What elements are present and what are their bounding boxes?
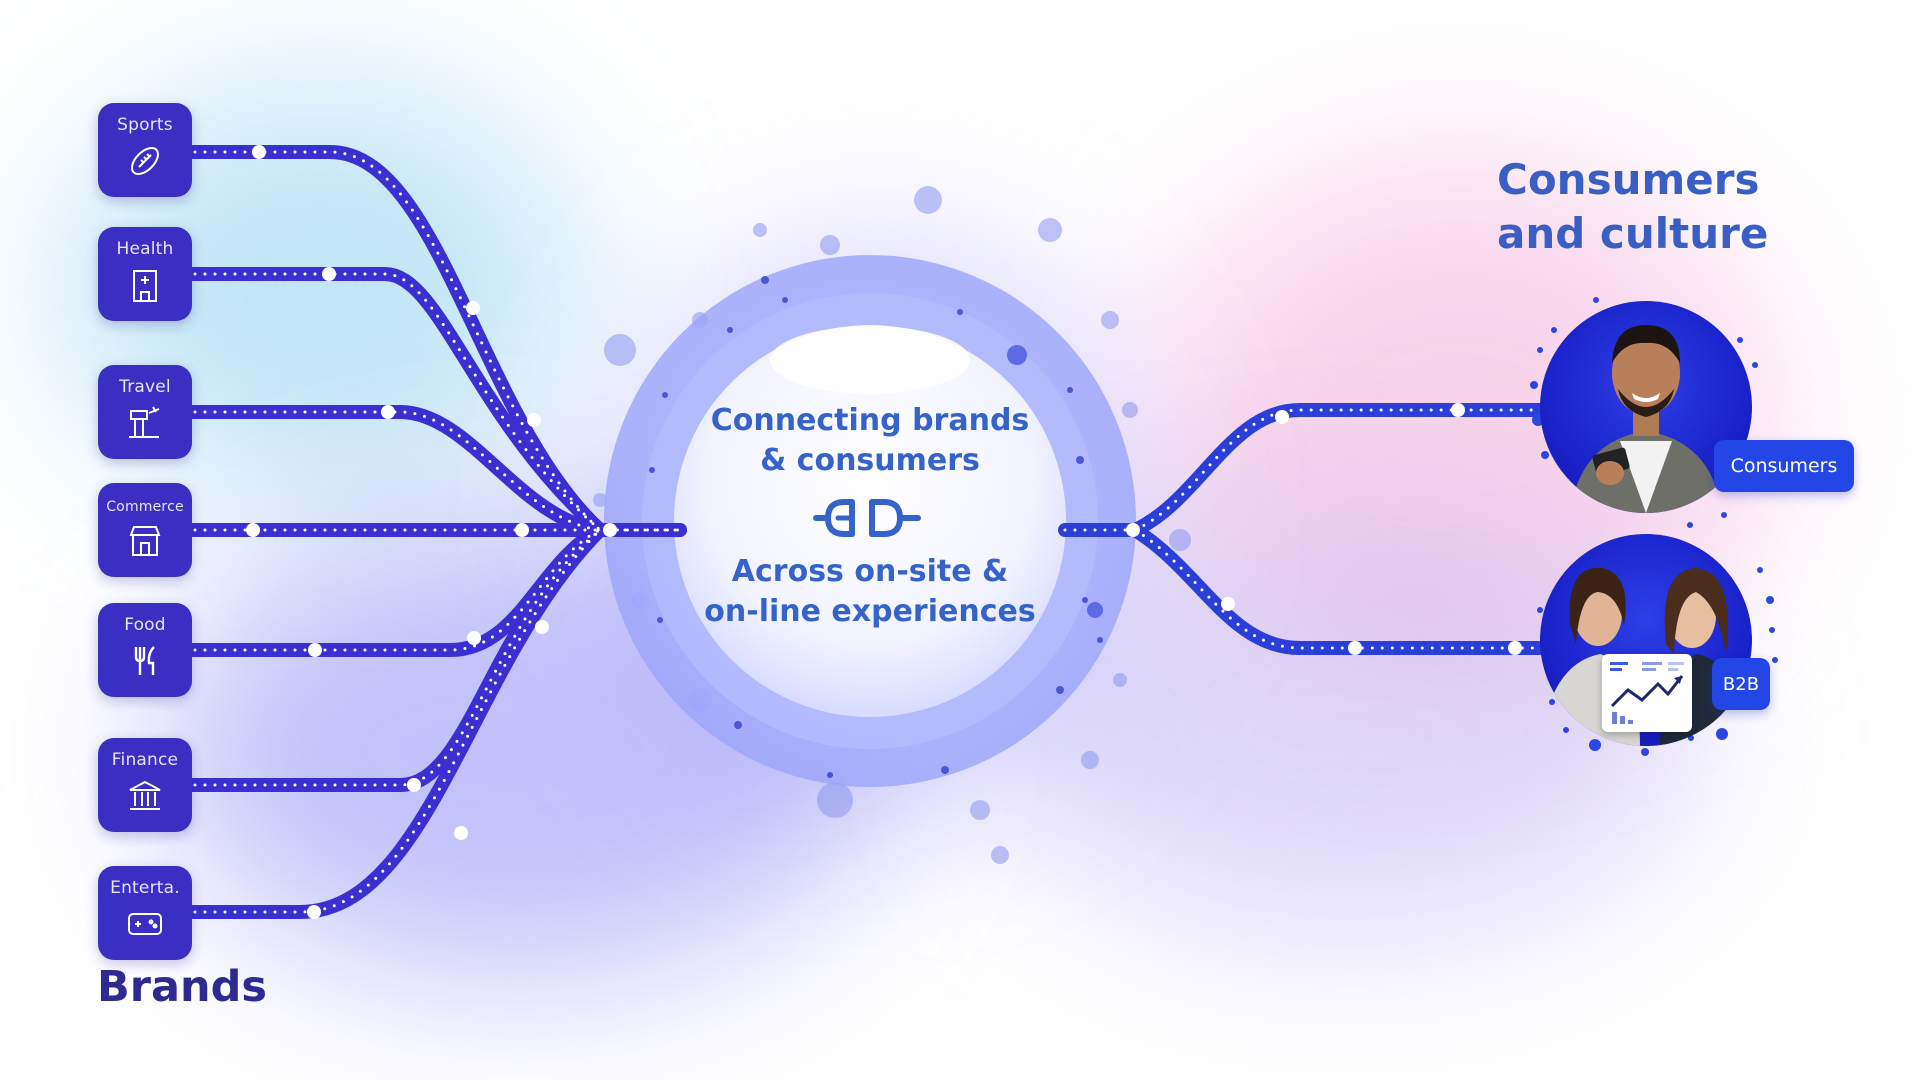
consumer-line-dots: [1063, 408, 1542, 650]
hub-highlight: [770, 326, 970, 394]
consumer-line-nodes: [1126, 403, 1522, 655]
hub-subtitle-line1: Across on-site &: [731, 554, 1009, 589]
fork-knife-icon: [134, 646, 155, 675]
football-icon: [131, 147, 159, 175]
brand-tile-sports[interactable]: Sports: [98, 103, 192, 197]
line-to-b2b: [1128, 523, 1547, 655]
hub-ring-dots: [649, 276, 1103, 778]
b2b-tag[interactable]: B2B: [1712, 658, 1770, 710]
brand-tile-travel[interactable]: Travel: [98, 365, 192, 459]
brand-label: Enterta.: [110, 878, 180, 898]
consumers-heading-line2: and culture: [1497, 209, 1769, 258]
plug-icon: [813, 499, 921, 537]
consumers-heading: Consumers and culture: [1497, 153, 1768, 261]
photo-halo-dots: [1530, 297, 1778, 756]
brand-tile-enterta[interactable]: Enterta.: [98, 866, 192, 960]
brands-heading: Brands: [97, 962, 267, 1012]
trend-chart-icon: [1610, 662, 1684, 724]
man-illustration: [1570, 325, 1722, 513]
brand-tile-health[interactable]: Health: [98, 227, 192, 321]
gamepad-icon: [128, 913, 162, 935]
brand-tile-food[interactable]: Food: [98, 603, 192, 697]
brand-tile-commerce[interactable]: Commerce: [98, 483, 192, 577]
line-health: [178, 267, 607, 537]
airport-tower-icon: [129, 406, 160, 438]
brand-line-dots: [183, 150, 682, 914]
consumers-heading-line1: Consumers: [1497, 155, 1760, 204]
smiling-man-with-card-photo: [1540, 301, 1752, 513]
line-to-consumers: [1128, 403, 1547, 537]
line-sports: [178, 145, 687, 537]
brand-label: Commerce: [106, 499, 184, 515]
brand-label: Health: [116, 239, 174, 259]
bank-icon: [129, 780, 161, 810]
hub-title-line1: Connecting brands: [710, 403, 1030, 438]
line-finance: [178, 523, 607, 792]
brand-label: Travel: [119, 377, 171, 397]
storefront-icon: [129, 526, 161, 556]
brand-label: Sports: [117, 115, 173, 135]
consumers-tag[interactable]: Consumers: [1714, 440, 1854, 492]
brand-label: Food: [124, 615, 166, 635]
chart-card: [1602, 654, 1692, 732]
hub-subtitle: Across on-site & on-line experiences: [680, 552, 1060, 632]
hub-title-line2: & consumers: [760, 443, 980, 478]
brand-line-nodes: [246, 145, 617, 919]
brand-label: Finance: [111, 750, 179, 770]
hub-title: Connecting brands & consumers: [680, 401, 1060, 481]
hub-subtitle-line2: on-line experiences: [704, 594, 1036, 629]
brand-tile-finance[interactable]: Finance: [98, 738, 192, 832]
hospital-icon: [133, 270, 157, 302]
